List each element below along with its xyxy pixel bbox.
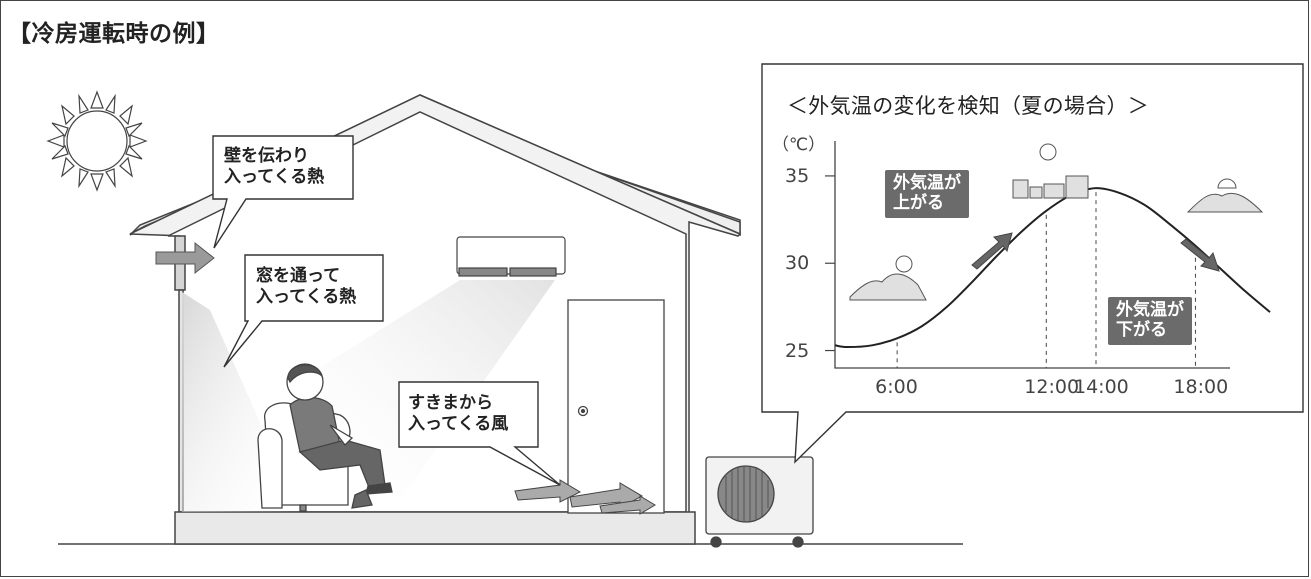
- indoor-ac-unit: [456, 236, 566, 277]
- outdoor-ac-unit: [705, 456, 814, 548]
- bubble-wall-heat: [212, 135, 354, 249]
- callout-bubbles: [212, 135, 561, 486]
- bubble-draft: [398, 381, 561, 486]
- callout-wall-heat: 壁を伝わり 入ってくる熱: [224, 146, 325, 187]
- wall-heat-arrow: [155, 241, 215, 275]
- y-tick-label: 30: [785, 252, 810, 275]
- y-tick-label: 25: [785, 339, 810, 362]
- morning-mountain-icon: [849, 255, 927, 301]
- evening-mountain-icon: [1186, 178, 1264, 213]
- city-icon: [1012, 143, 1089, 199]
- temperature-line: [834, 187, 1271, 349]
- y-axis-unit: （℃）: [772, 135, 826, 155]
- bubble-window-heat: [223, 254, 384, 368]
- temp-up-label: 外気温が 上がる: [885, 170, 969, 218]
- callout-window-heat: 窓を通って 入ってくる熱: [256, 266, 357, 307]
- x-tick-label: 12:00: [1024, 376, 1080, 398]
- figure-title: 【冷房運転時の例】: [8, 21, 220, 47]
- temp-down-label: 外気温が 下がる: [1108, 297, 1192, 345]
- door: [567, 299, 665, 514]
- temperature-chart: [825, 141, 1271, 369]
- trend-arrows: [971, 232, 1220, 272]
- draft-arrows: [514, 479, 656, 515]
- graph-callout: [761, 63, 1304, 464]
- chart-axes: [834, 141, 1230, 369]
- x-tick-label: 14:00: [1074, 376, 1129, 398]
- person-on-armchair: [257, 363, 393, 512]
- callout-draft: すきまから 入ってくる風: [408, 393, 509, 434]
- x-tick-label: 18:00: [1173, 376, 1229, 398]
- graph-title: ＜外気温の変化を検知（夏の場合）＞: [787, 94, 1150, 118]
- x-tick-label: 6:00: [875, 376, 918, 398]
- sun-icon: [46, 90, 148, 192]
- y-tick-label: 35: [785, 164, 810, 187]
